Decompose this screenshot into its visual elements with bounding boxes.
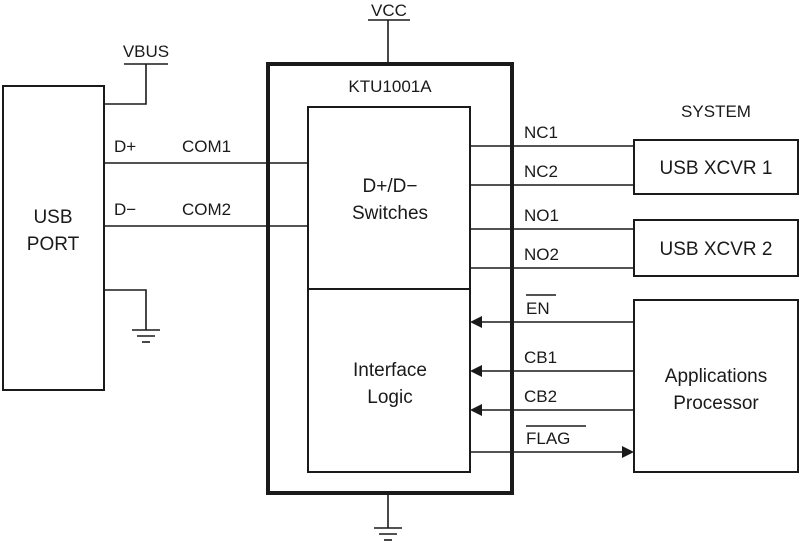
switches-label-line1: D+/D− bbox=[363, 176, 418, 197]
vbus-label: VBUS bbox=[123, 42, 169, 61]
logic-label-line2: Logic bbox=[367, 387, 412, 408]
com1-label: COM1 bbox=[182, 137, 231, 156]
usb-xcvr1-label: USB XCVR 1 bbox=[660, 158, 773, 179]
applications-processor-block bbox=[633, 299, 799, 473]
port-ground-wire bbox=[104, 289, 147, 330]
flag-label: FLAG bbox=[526, 429, 570, 448]
cb1-arrow bbox=[470, 365, 482, 377]
vbus-wire bbox=[104, 64, 147, 105]
system-label: SYSTEM bbox=[681, 102, 751, 121]
no2-label: NO2 bbox=[524, 245, 559, 264]
en-label: EN bbox=[526, 299, 550, 318]
switches-block bbox=[307, 106, 471, 290]
d-plus-label: D+ bbox=[114, 137, 136, 156]
ap-label-line2: Processor bbox=[673, 393, 759, 414]
switches-label-line2: Switches bbox=[352, 203, 428, 224]
d-minus-label: D− bbox=[114, 200, 136, 219]
logic-label-line1: Interface bbox=[353, 360, 427, 381]
usb-port-label-line2: PORT bbox=[27, 234, 80, 255]
en-arrow bbox=[470, 316, 482, 328]
cb2-label: CB2 bbox=[524, 387, 557, 406]
flag-arrow bbox=[622, 446, 634, 458]
com2-label: COM2 bbox=[182, 200, 231, 219]
chip-name: KTU1001A bbox=[348, 77, 432, 96]
nc2-label: NC2 bbox=[524, 162, 558, 181]
ap-label-line1: Applications bbox=[665, 366, 767, 387]
usb-port-label-line1: USB bbox=[33, 207, 72, 228]
cb2-arrow bbox=[470, 404, 482, 416]
nc1-label: NC1 bbox=[524, 123, 558, 142]
vcc-label: VCC bbox=[371, 1, 407, 20]
usb-xcvr2-block bbox=[633, 219, 799, 277]
usb-port-block bbox=[2, 85, 105, 391]
interface-logic-block bbox=[307, 288, 471, 473]
no1-label: NO1 bbox=[524, 206, 559, 225]
usb-xcvr2-label: USB XCVR 2 bbox=[660, 239, 773, 260]
usb-xcvr1-block bbox=[633, 139, 799, 195]
cb1-label: CB1 bbox=[524, 348, 557, 367]
